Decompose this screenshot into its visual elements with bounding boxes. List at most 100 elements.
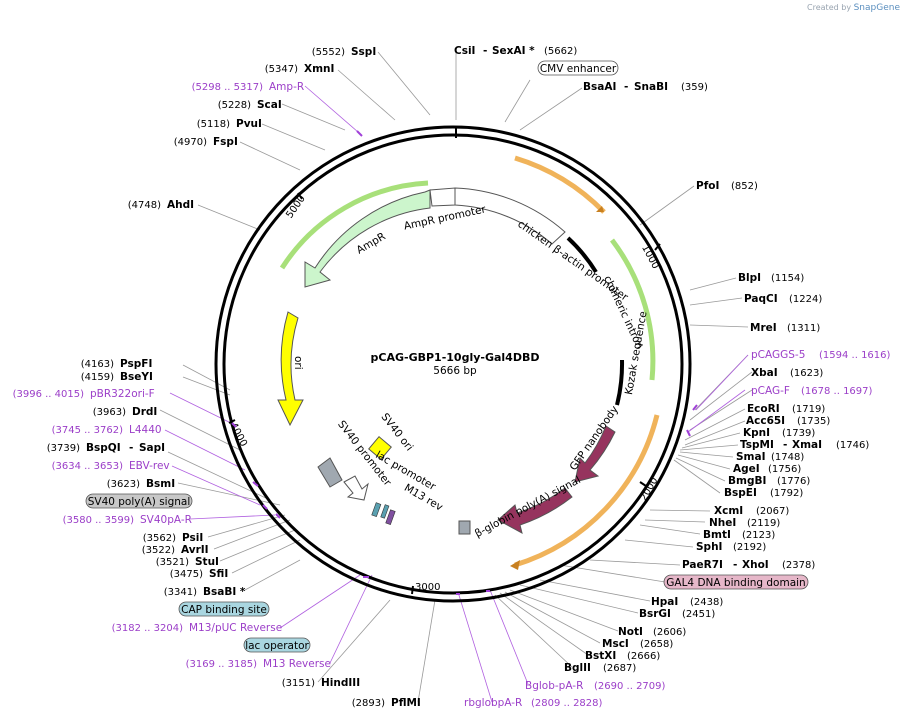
sphi-label: SphI: [696, 541, 722, 553]
l4440-label: L4440: [129, 424, 162, 436]
bsabi-pos: (3341): [164, 587, 197, 598]
created-by-text: Created by: [807, 3, 852, 12]
sphi-pos: (2192): [733, 542, 766, 553]
xbai-pos: (1623): [790, 368, 823, 379]
paqci-label: PaqCI: [744, 293, 778, 305]
pspfi-pos: (4163): [81, 359, 114, 370]
backbone-inner: [222, 133, 684, 595]
agei-pos: (1756): [768, 464, 801, 475]
paer7i-label: PaeR7I: [682, 559, 723, 571]
agei-label: AgeI: [733, 463, 760, 475]
csii-sexai-dash: -: [483, 45, 487, 57]
bglii-label: BglII: [564, 662, 591, 674]
noti-label: NotI: [618, 626, 643, 638]
ampr-promoter-box: [429, 187, 456, 207]
xcmi-label: XcmI: [714, 505, 743, 517]
kpni-pos: (1739): [782, 428, 815, 439]
pcaggs5-label: pCAGGS-5: [751, 349, 805, 361]
bsrgi-pos: (2451): [682, 609, 715, 620]
lac-promoter-arrow: [343, 475, 369, 501]
scai-pos: (5228): [218, 100, 251, 111]
amp-r-label: Amp-R: [269, 81, 304, 93]
nhei-pos: (2119): [747, 518, 780, 529]
cmv-enhancer-box: CMV enhancer: [537, 60, 619, 76]
sfii-label: SfiI: [209, 568, 228, 580]
avrii-pos: (3522): [142, 545, 175, 556]
csii-label: CsiI: [454, 45, 475, 57]
bmti-label: BmtI: [703, 529, 731, 541]
bspei-label: BspEI: [724, 487, 757, 499]
pbr322ori-f-label: pBR322ori-F: [90, 388, 155, 400]
sspi-pos: (5552): [312, 47, 345, 58]
psii-label: PsiI: [182, 532, 203, 544]
l4440-pos: (3745 .. 3762): [52, 425, 124, 436]
cmv-enhancer-label: CMV enhancer: [540, 63, 617, 75]
pfoi-pos: (852): [731, 181, 758, 192]
fspi-label: FspI: [213, 136, 238, 148]
bmti-pos: (2123): [742, 530, 775, 541]
bsaai-label: BsaAI: [583, 81, 616, 93]
bsmi-label: BsmI: [146, 478, 175, 490]
xbai-label: XbaI: [751, 367, 778, 379]
bmgbi-label: BmgBI: [728, 475, 766, 487]
bseyi-label: BseYI: [120, 371, 153, 383]
pvui-pos: (5118): [197, 119, 230, 130]
sv40-ori-box: [368, 436, 392, 460]
ampr-arc: [279, 180, 429, 270]
sapi-label: SapI: [139, 442, 165, 454]
beta-globin-polya-label: β-globin poly(A) signal: [473, 474, 583, 540]
pfoi-label: PfoI: [696, 180, 719, 192]
bspqi-sapi-dash: -: [129, 442, 133, 454]
m13-puc-reverse-label: M13/pUC Reverse: [189, 622, 282, 634]
gal4-arc-head: [510, 560, 520, 570]
m13-rev-block: [385, 509, 396, 525]
backbone-outer: [214, 125, 692, 603]
pflmi-pos: (2893): [352, 698, 385, 709]
cmv-arc: [514, 155, 606, 214]
blpi-pos: (1154): [771, 273, 804, 284]
lac-operator-label: lac operator: [245, 640, 309, 652]
plasmid-name: pCAG-GBP1-10gly-Gal4DBD: [371, 351, 540, 364]
scai-label: ScaI: [257, 99, 282, 111]
primer-leader-lines: [164, 85, 749, 703]
snabi-label: SnaBI: [634, 81, 668, 93]
cap-site-block: [371, 502, 382, 517]
ahdi-pos: (4748): [128, 200, 161, 211]
ori-arrow: [277, 311, 304, 427]
bspqi-pos: (3739): [47, 443, 80, 454]
bsaai-snabi-dash: -: [624, 81, 628, 93]
paer7i-pos: (2378): [782, 560, 815, 571]
nhei-label: NheI: [709, 517, 736, 529]
pcaggs5-pos: (1594 .. 1616): [819, 350, 891, 361]
bmgbi-pos: (1776): [777, 476, 810, 487]
ecori-label: EcoRI: [747, 403, 780, 415]
bglob-pa-r-label: Bglob-pA-R: [525, 680, 583, 692]
tick-3000: 3000: [415, 582, 440, 593]
drdi-label: DrdI: [132, 406, 157, 418]
hindiii-label: HindIII: [321, 677, 360, 689]
bsmi-pos: (3623): [107, 479, 140, 490]
pflmi-label: PflMI: [391, 697, 421, 709]
msci-label: MscI: [602, 638, 629, 650]
hpai-label: HpaI: [651, 596, 678, 608]
rbglobpa-r-label: rbglobpA-R: [464, 697, 522, 709]
smai-label: SmaI: [736, 451, 766, 463]
bseyi-pos: (4159): [81, 372, 114, 383]
acc65i-label: Acc65I: [746, 415, 785, 427]
ecori-pos: (1719): [792, 404, 825, 415]
stui-label: StuI: [195, 556, 219, 568]
drdi-pos: (3963): [93, 407, 126, 418]
gal4-dbd-box: GAL4 DNA binding domain: [663, 574, 809, 590]
sv40-promoter-box: [317, 457, 343, 488]
ebv-rev-label: EBV-rev: [129, 460, 170, 472]
psii-pos: (3562): [143, 533, 176, 544]
m13-reverse-label: M13 Reverse: [263, 658, 331, 670]
tick-marks: [228, 126, 661, 595]
tspmi-xmai-dash: -: [783, 439, 787, 451]
lac-operator-block: [380, 504, 390, 519]
ebv-rev-pos: (3634 .. 3653): [52, 461, 124, 472]
blpi-label: BlpI: [738, 272, 761, 284]
hpai-pos: (2438): [690, 597, 723, 608]
sexai-label: SexAI *: [492, 45, 535, 57]
